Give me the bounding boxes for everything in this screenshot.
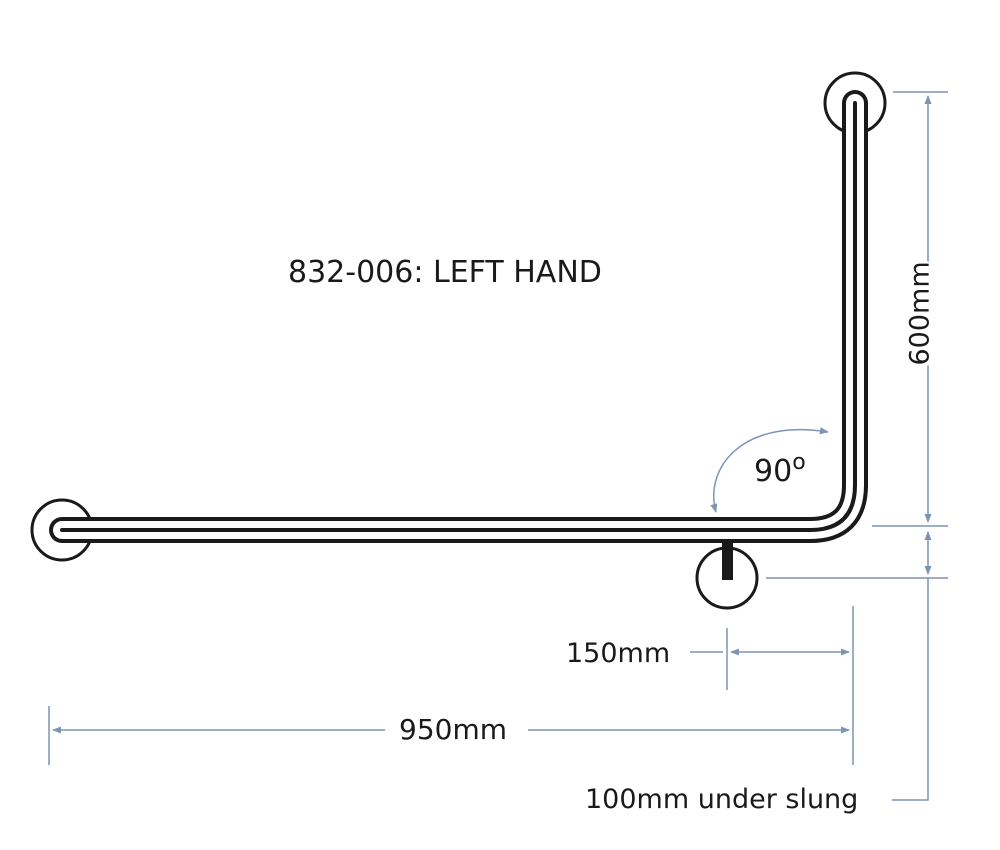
angle-label: 90o — [754, 452, 806, 487]
dimension-lines — [48, 91, 948, 801]
rail-tube-centerline — [60, 101, 857, 532]
dim-100-leader — [892, 578, 929, 801]
grab-rail — [30, 71, 887, 610]
dimension-under-slung-label: 100mm under slung — [585, 784, 861, 815]
dimension-600-label: 600mm — [904, 261, 936, 366]
angle-degree-symbol: o — [792, 450, 806, 475]
dimension-150-label: 150mm — [566, 638, 673, 669]
rail-tube-outline — [49, 90, 868, 543]
product-title: 832-006: LEFT HAND — [288, 255, 602, 290]
angle-arc-arrow — [710, 427, 829, 513]
support-post — [722, 538, 733, 580]
rail-tube-inner — [53, 94, 864, 539]
angle-value: 90 — [754, 454, 793, 489]
dimension-950-label: 950mm — [395, 716, 511, 744]
